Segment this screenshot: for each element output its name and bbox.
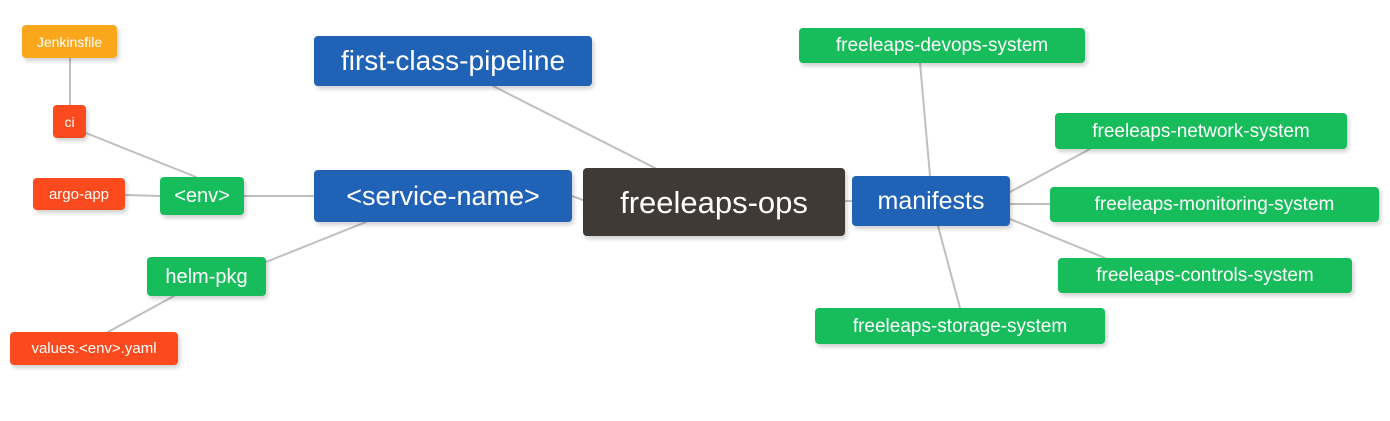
node-freeleaps-ops[interactable]: freeleaps-ops xyxy=(583,168,845,236)
node-label-manifests: manifests xyxy=(877,186,985,215)
node-service-name[interactable]: <service-name> xyxy=(314,170,572,222)
node-label-first-class-pipeline: first-class-pipeline xyxy=(340,45,566,76)
node-helm-pkg[interactable]: helm-pkg xyxy=(147,257,266,296)
node-controls-system[interactable]: freeleaps-controls-system xyxy=(1058,258,1352,293)
node-label-ci: ci xyxy=(64,113,75,130)
node-label-service-name: <service-name> xyxy=(346,180,540,211)
edge-values-yaml-to-helm-pkg xyxy=(107,295,175,333)
edge-helm-pkg-to-service-name xyxy=(265,221,367,263)
node-values-yaml[interactable]: values.<env>.yaml xyxy=(10,332,178,365)
node-manifests[interactable]: manifests xyxy=(852,176,1010,226)
node-label-storage-system: freeleaps-storage-system xyxy=(852,315,1068,337)
edge-ci-to-env xyxy=(85,132,197,178)
node-env[interactable]: <env> xyxy=(160,177,244,215)
node-devops-system[interactable]: freeleaps-devops-system xyxy=(799,28,1085,63)
node-label-monitoring-system: freeleaps-monitoring-system xyxy=(1094,194,1335,215)
node-jenkinsfile[interactable]: Jenkinsfile xyxy=(22,25,117,58)
node-label-freeleaps-ops: freeleaps-ops xyxy=(620,184,808,220)
edge-service-name-to-freeleaps-ops xyxy=(571,195,584,201)
node-ci[interactable]: ci xyxy=(53,105,86,138)
node-label-devops-system: freeleaps-devops-system xyxy=(835,35,1049,56)
edge-argo-app-to-env xyxy=(124,194,161,197)
node-label-helm-pkg: helm-pkg xyxy=(165,265,248,288)
node-label-controls-system: freeleaps-controls-system xyxy=(1096,265,1314,286)
edge-manifests-to-network-system xyxy=(1009,148,1091,193)
edge-manifests-to-storage-system xyxy=(937,225,961,309)
node-label-values-yaml: values.<env>.yaml xyxy=(31,340,157,357)
edge-manifests-to-controls-system xyxy=(1009,218,1106,259)
edge-manifests-to-devops-system xyxy=(919,62,931,177)
node-label-network-system: freeleaps-network-system xyxy=(1092,120,1310,142)
edge-first-class-pipeline-to-freeleaps-ops xyxy=(492,85,656,169)
node-network-system[interactable]: freeleaps-network-system xyxy=(1055,113,1347,149)
node-label-argo-app: argo-app xyxy=(48,185,110,203)
node-storage-system[interactable]: freeleaps-storage-system xyxy=(815,308,1105,344)
node-first-class-pipeline[interactable]: first-class-pipeline xyxy=(314,36,592,86)
node-label-jenkinsfile: Jenkinsfile xyxy=(36,33,103,50)
node-monitoring-system[interactable]: freeleaps-monitoring-system xyxy=(1050,187,1379,222)
node-argo-app[interactable]: argo-app xyxy=(33,178,125,210)
node-label-env: <env> xyxy=(174,185,230,207)
